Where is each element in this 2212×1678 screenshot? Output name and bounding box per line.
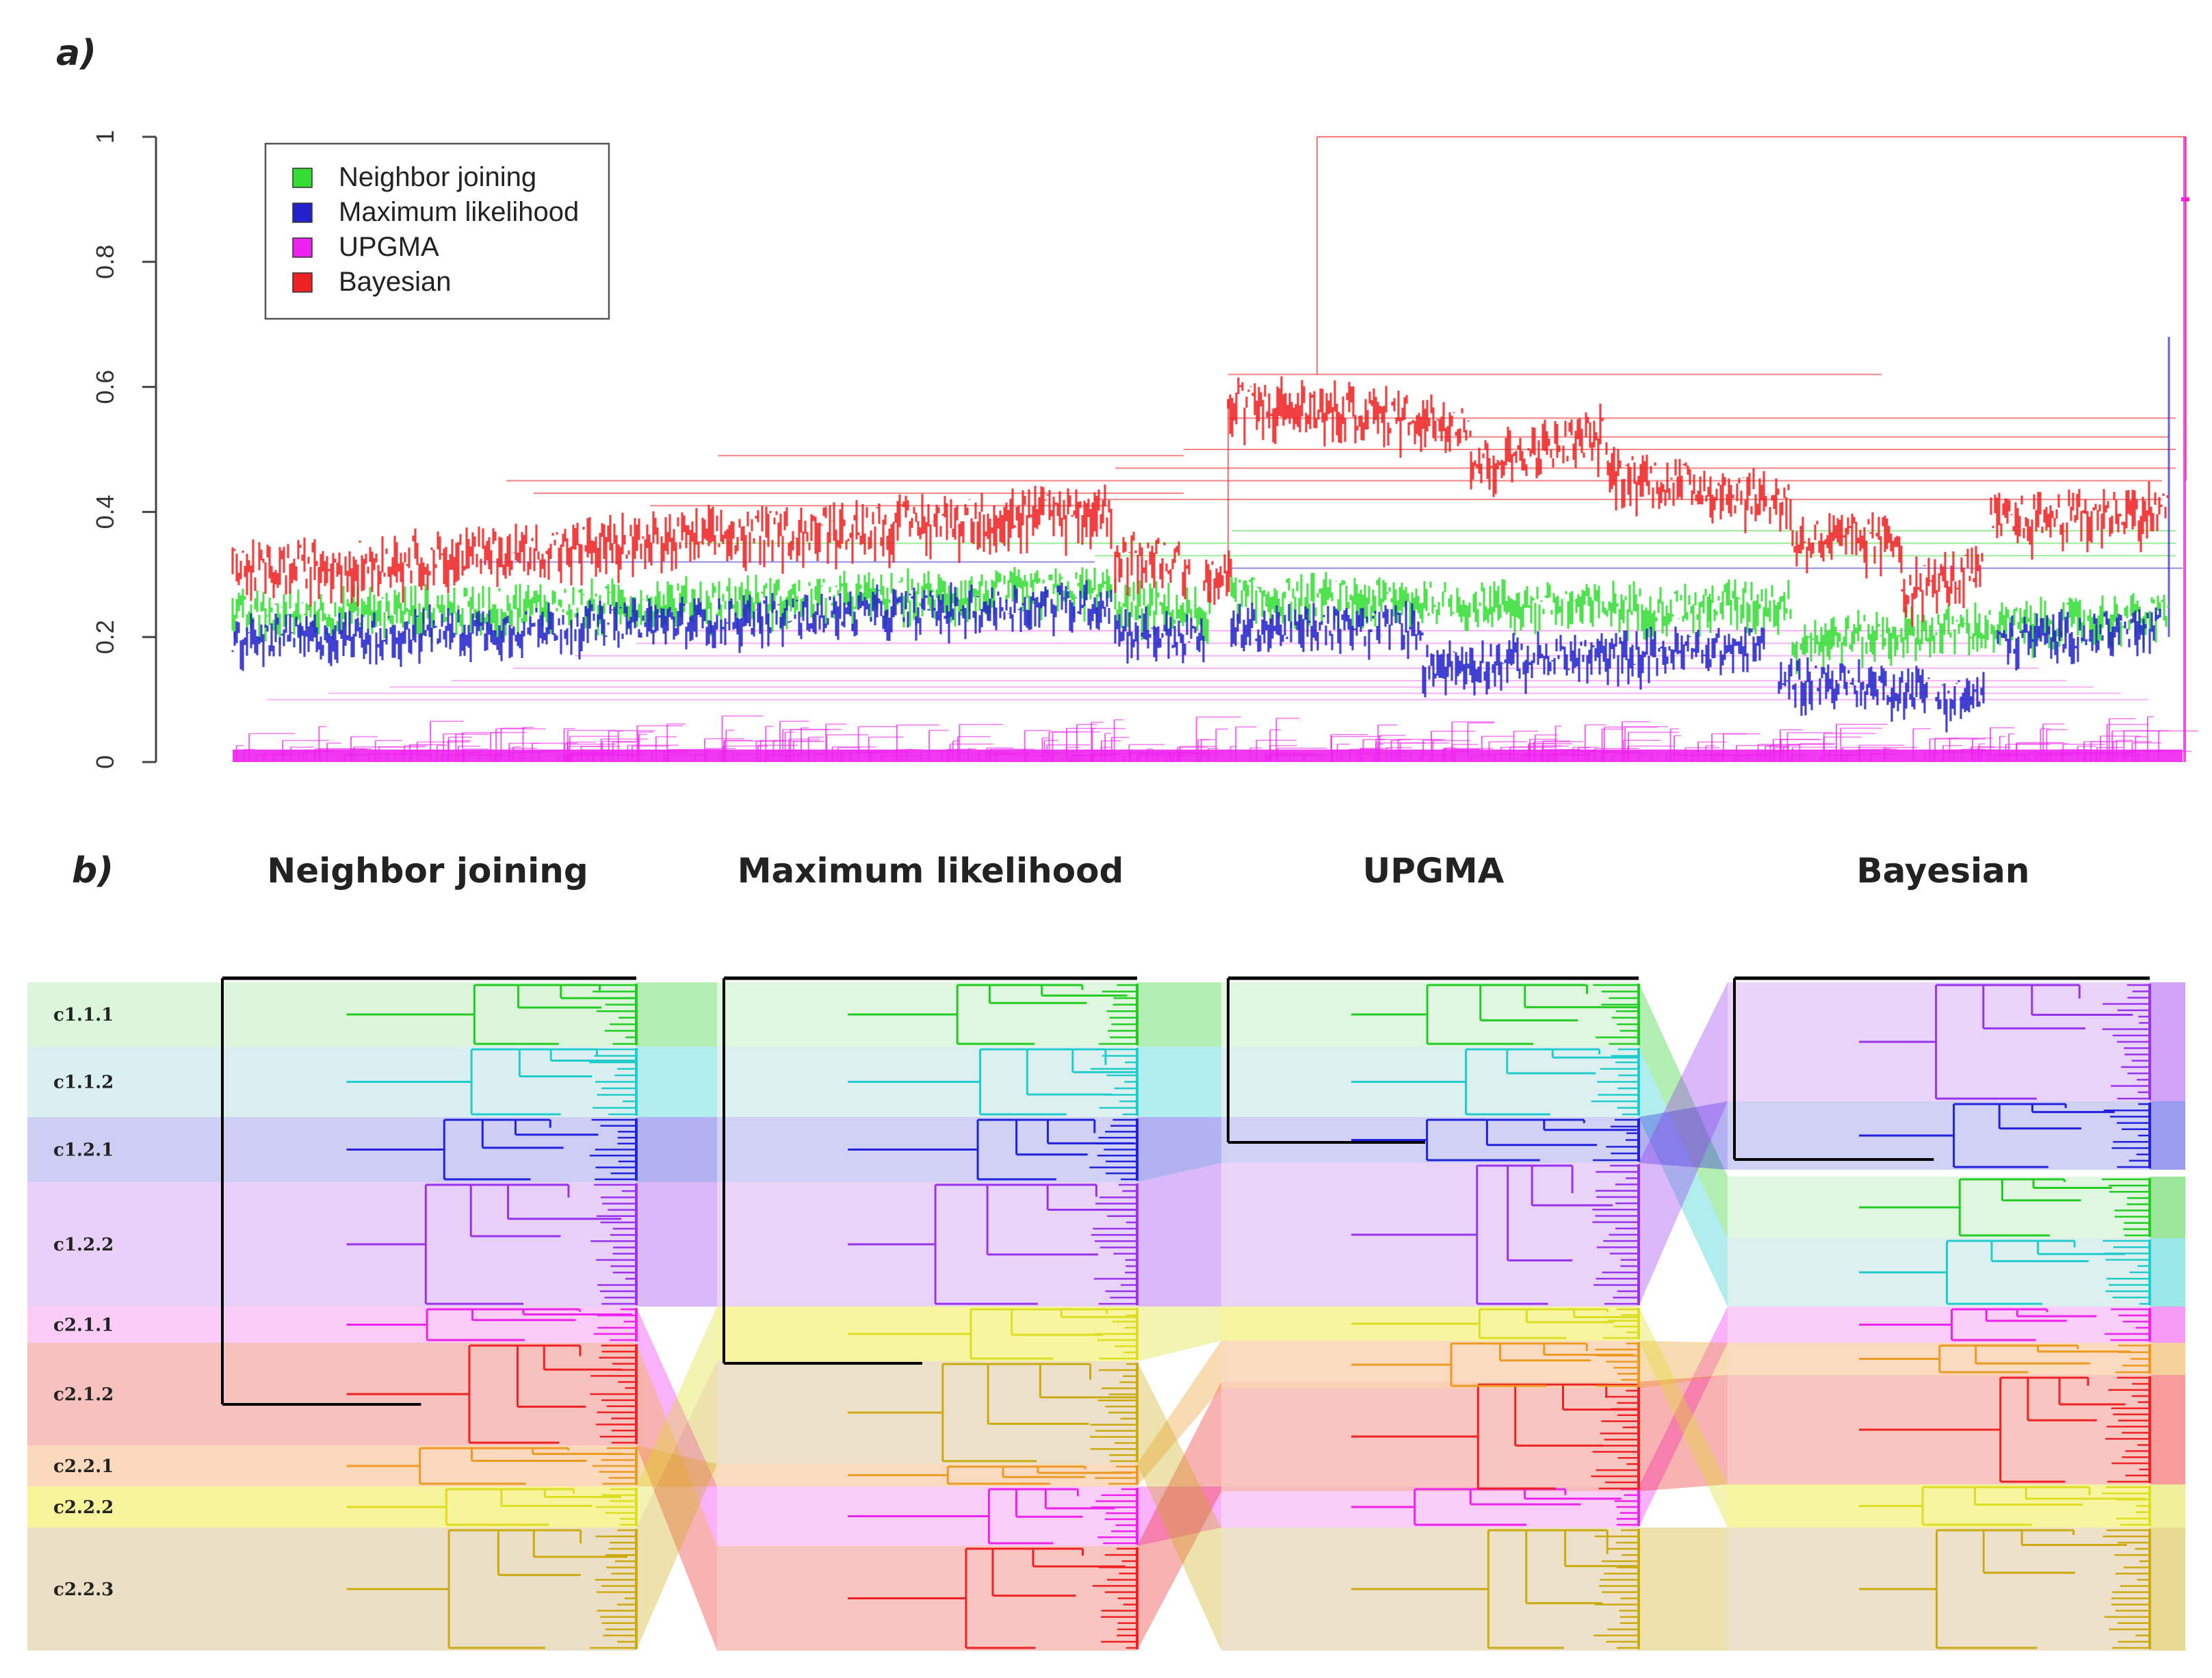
clade-ribbon xyxy=(1137,982,1221,1047)
clade-band xyxy=(2150,982,2185,1101)
clade-band xyxy=(1728,1528,2150,1651)
clade-ribbon xyxy=(1639,1307,1728,1528)
legend-box xyxy=(264,142,610,320)
y-tick-label: 0 xyxy=(91,755,119,769)
y-axis-ticks: 0 0.2 0.4 0.6 0.8 1 xyxy=(91,130,156,769)
legend-swatch xyxy=(292,272,313,293)
clade-band xyxy=(1221,982,1639,1047)
method-title: Bayesian xyxy=(1856,851,2029,891)
clade-ribbon xyxy=(1137,1117,1221,1182)
y-tick-label: 0.4 xyxy=(91,495,119,529)
legend-label: UPGMA xyxy=(339,232,439,262)
clade-ribbon xyxy=(1639,1341,1728,1389)
clade-ribbon xyxy=(636,982,717,1047)
method-tree xyxy=(1227,976,1640,1649)
clade-ribbon xyxy=(1639,1528,1728,1651)
clade-ribbon xyxy=(1639,1101,1728,1170)
clade-band xyxy=(27,1307,636,1343)
clade-ribbon xyxy=(1137,1307,1221,1361)
method-tree xyxy=(221,976,638,1649)
legend-label: Bayesian xyxy=(339,267,452,297)
clade-band xyxy=(1221,1117,1639,1163)
clade-band xyxy=(2150,1177,2185,1238)
dendrogram-overlay-plot xyxy=(231,136,2198,762)
clade-correspondence-ribbons xyxy=(636,982,1728,1651)
clade-band xyxy=(27,1117,636,1182)
panel-a-label: a) xyxy=(56,33,96,74)
clade-label: c1.2.1 xyxy=(53,1140,114,1161)
clade-band xyxy=(27,1486,636,1528)
clade-ribbon xyxy=(1137,1341,1221,1486)
legend-label: Neighbor joining xyxy=(339,162,536,192)
clade-label: c2.2.3 xyxy=(53,1579,114,1600)
clade-label: c2.2.1 xyxy=(53,1456,114,1477)
clade-band xyxy=(2150,1238,2185,1307)
clade-label: c1.2.2 xyxy=(53,1235,114,1255)
clade-band xyxy=(27,1528,636,1651)
clade-ribbon xyxy=(636,1182,717,1307)
clade-band xyxy=(2150,1343,2185,1375)
clade-band xyxy=(2150,1528,2185,1651)
method-title: Neighbor joining xyxy=(267,851,588,891)
clade-ribbon xyxy=(636,1307,717,1546)
clade-band xyxy=(1221,1486,1639,1528)
bayesian-series xyxy=(231,376,2169,627)
legend-swatch xyxy=(292,237,313,258)
y-tick-label: 0.8 xyxy=(91,245,119,279)
clade-band xyxy=(27,1182,636,1307)
clade-label: c1.1.1 xyxy=(53,1005,114,1025)
clade-band xyxy=(2150,1101,2185,1170)
method-trees xyxy=(221,976,2151,1649)
method-title: UPGMA xyxy=(1363,851,1505,891)
clade-ribbon xyxy=(636,1445,717,1486)
clade-ribbon xyxy=(1639,1307,1728,1528)
clade-band xyxy=(27,1047,636,1117)
clade-ribbon xyxy=(1137,1486,1221,1546)
clade-band xyxy=(27,1445,636,1486)
method-tree xyxy=(723,976,1138,1649)
legend-swatch xyxy=(292,202,313,223)
clade-ribbon xyxy=(636,1307,717,1528)
legend-label: Maximum likelihood xyxy=(339,197,579,227)
legend-swatch xyxy=(292,168,313,188)
clade-ribbon xyxy=(636,1117,717,1182)
clade-ribbon xyxy=(1137,1163,1221,1307)
clade-ribbon xyxy=(1137,1361,1221,1651)
clade-ribbon xyxy=(636,1047,717,1117)
clade-ribbon xyxy=(636,1343,717,1651)
clade-label: c2.1.2 xyxy=(53,1385,114,1405)
clade-label: c1.1.2 xyxy=(53,1073,114,1093)
y-tick-label: 0.6 xyxy=(91,370,119,404)
clade-ribbon xyxy=(636,1361,717,1651)
y-tick-label: 0.2 xyxy=(91,620,119,654)
clade-label: c2.1.1 xyxy=(53,1315,114,1336)
clade-ribbon xyxy=(1639,982,1728,1307)
clade-labels: c1.1.1 c1.1.2 c1.2.1 c1.2.2 c2.1.1 c2.1.2 c2.2… xyxy=(53,1005,114,1600)
method-title: Maximum likelihood xyxy=(738,851,1124,891)
clade-ribbon xyxy=(1639,982,1728,1238)
clade-ribbon xyxy=(1137,1382,1221,1651)
method-tree xyxy=(1733,976,2151,1649)
clade-band xyxy=(1728,982,2150,1101)
clade-band xyxy=(2150,1484,2185,1528)
clade-ribbon xyxy=(1639,1375,1728,1491)
clade-ribbon xyxy=(1639,1047,1728,1307)
panel-b-label: b) xyxy=(72,850,114,891)
clade-label: c2.2.2 xyxy=(53,1497,114,1518)
clade-band xyxy=(2150,1307,2185,1343)
bayesian-dendrogram-links xyxy=(506,136,2187,575)
clade-band xyxy=(2150,1375,2185,1484)
y-tick-label: 1 xyxy=(91,130,119,144)
clade-band xyxy=(27,1343,636,1445)
clade-ribbon xyxy=(1137,1047,1221,1117)
maximum-likelihood-series xyxy=(231,580,2161,733)
clade-band xyxy=(27,982,636,1047)
clade-band xyxy=(1728,1484,2150,1528)
